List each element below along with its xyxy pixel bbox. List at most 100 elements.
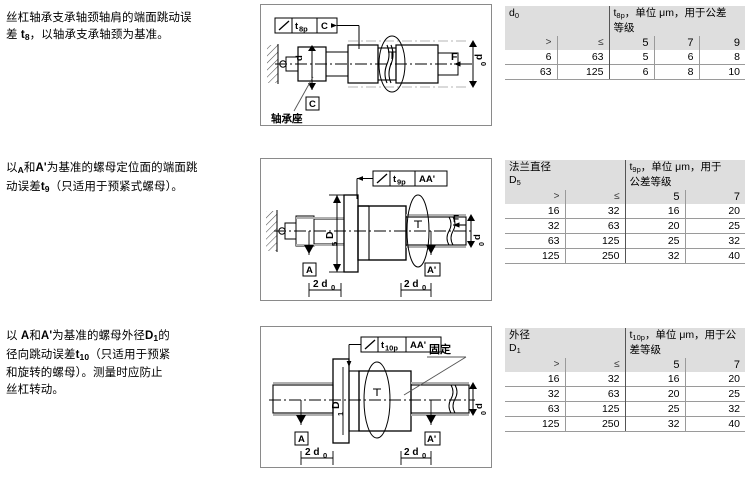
range-to: 63 (564, 218, 625, 234)
description-text-1: 丝杠轴承支承轴颈轴肩的端面跳动误差 t8，以轴承支承轴颈为基准。 (6, 12, 192, 42)
svg-text:0: 0 (481, 411, 488, 415)
nut-outer-diameter-radial-runout-diagram: t 10p AA' 固定 D 1 (260, 326, 492, 468)
range-from: 125 (505, 248, 565, 264)
span-right: 2 d 0 (400, 279, 432, 297)
svg-text:d: d (294, 55, 305, 61)
tolerance-table-t9p: 法兰直径 D5 t9p，单位 μm，用于 公差等级 > ≤ 5 7 16 32 … (505, 160, 745, 264)
cell-value: 8 (653, 64, 699, 80)
range-from: 16 (547, 373, 560, 385)
range-to: 63 (556, 50, 609, 65)
cell-value: 20 (624, 218, 685, 234)
diagram-1-svg: t 8p C C d 轴承座 (267, 17, 488, 125)
control-frame-2: t 9p AA' (356, 170, 448, 199)
svg-text:F: F (451, 51, 458, 63)
table-subheader-row: > ≤ 5 7 (505, 190, 745, 204)
range-to: 125 (556, 64, 609, 80)
range-to: 63 (564, 386, 625, 402)
range-from: 125 (505, 416, 565, 432)
cell-value: 25 (684, 386, 745, 402)
cell-value: 16 (624, 204, 685, 219)
part-label-bearing-seat: 轴承座 (271, 112, 303, 125)
svg-text:9p: 9p (397, 178, 406, 187)
col-header-t10p: t10p，单位 μm，用于公 差等级 (624, 328, 745, 358)
svg-text:d: d (472, 234, 483, 240)
svg-text:C: C (309, 99, 316, 110)
svg-text:d: d (474, 54, 485, 60)
cell-value: 6 (608, 64, 654, 80)
datum-A-right: A' (424, 231, 441, 277)
range-from: 16 (547, 205, 560, 217)
svg-text:2 d: 2 d (404, 279, 418, 290)
table-row: 63 125 25 32 (505, 401, 745, 417)
span-right: 2 d 0 (400, 447, 432, 465)
table-row: 16 32 16 20 (505, 204, 745, 219)
table-row: 63 125 25 32 (505, 233, 745, 249)
datum-feature-C: C d (294, 45, 320, 111)
table-subheader-row: > ≤ 5 7 (505, 358, 745, 372)
svg-text:AA': AA' (419, 174, 435, 185)
svg-text:0: 0 (331, 283, 335, 292)
control-frame-3: t 10p AA' (346, 336, 442, 367)
cell-value: 8 (698, 50, 745, 65)
grade-7: 7 (684, 358, 745, 372)
description-text-3: 以 A和A'为基准的螺母外径D1的径向跳动误差t10（只适用于预紧和旋转的螺母）… (6, 330, 171, 396)
grade-9: 9 (698, 36, 745, 50)
col-header-d0: d0 (505, 6, 609, 36)
bearing-journal-shoulder-runout-diagram: t 8p C C d 轴承座 (260, 4, 492, 126)
range-to: 250 (564, 416, 625, 432)
span-left: 2 d 0 (308, 279, 342, 297)
description-text-2: 以A和A'为基准的螺母定位面的端面跳动误差t9（只适用于预紧式螺母）。 (6, 162, 198, 194)
dim-nut-diameter: D 1 (330, 367, 345, 435)
grade-7: 7 (684, 190, 745, 204)
svg-text:0: 0 (323, 451, 327, 460)
subheader-lte: ≤ (556, 36, 609, 50)
cell-value: 40 (684, 416, 745, 432)
range-from: 6 (545, 51, 552, 63)
tolerance-table-t10p: 外径 D1 t10p，单位 μm，用于公 差等级 > ≤ 5 7 16 32 1… (505, 328, 745, 432)
svg-text:0: 0 (422, 451, 426, 460)
table-row: 6 63 5 6 8 (505, 50, 745, 65)
cell-value: 20 (684, 372, 745, 387)
label-fixed: 固定 (429, 342, 451, 356)
cell-value: 25 (684, 218, 745, 234)
svg-text:t: t (393, 174, 397, 185)
subheader-gt: > (505, 190, 565, 204)
svg-text:0: 0 (479, 242, 486, 246)
svg-text:F: F (453, 214, 459, 225)
svg-text:5: 5 (330, 242, 339, 246)
cell-value: 25 (624, 401, 685, 417)
table-row: 63 125 6 8 10 (505, 64, 745, 80)
range-from: 63 (505, 64, 557, 80)
cell-value: 25 (624, 233, 685, 249)
table-row: 32 63 20 25 (505, 386, 745, 402)
svg-text:2 d: 2 d (305, 447, 319, 458)
table-row: 16 32 16 20 (505, 372, 745, 387)
svg-text:A': A' (427, 434, 436, 445)
section-nut-seat-face-runout: 以A和A'为基准的螺母定位面的端面跳动误差t9（只适用于预紧式螺母）。 (0, 152, 750, 315)
subheader-gt: > (505, 358, 565, 372)
col-header-t8p: t8p，单位 μm，用于公差 等级 (608, 6, 745, 36)
diagram-3-svg: t 10p AA' 固定 D 1 (269, 336, 488, 465)
svg-text:0: 0 (422, 283, 426, 292)
cell-value: 5 (608, 50, 654, 65)
diagram-2-svg: t 9p AA' D 5 (266, 170, 486, 297)
datum-A-left: A (302, 231, 317, 277)
cell-value: 32 (684, 233, 745, 249)
table-row: 125 250 32 40 (505, 248, 745, 264)
range-from: 32 (505, 386, 565, 402)
table-header-title-row: 法兰直径 D5 t9p，单位 μm，用于 公差等级 (505, 160, 745, 190)
table-row: 32 63 20 25 (505, 218, 745, 234)
tolerance-table-t8p: d0 t8p，单位 μm，用于公差 等级 > ≤ 5 7 9 6 63 5 6 … (505, 6, 745, 80)
col-header-outer-diameter: 外径 D1 (505, 328, 625, 358)
table-header-title-row: d0 t8p，单位 μm，用于公差 等级 (505, 6, 745, 36)
svg-text:d: d (474, 403, 485, 409)
svg-text:0: 0 (479, 62, 488, 66)
svg-text:10p: 10p (385, 344, 398, 353)
svg-text:D: D (330, 401, 342, 409)
range-to: 125 (564, 401, 625, 417)
subheader-lte: ≤ (564, 358, 625, 372)
svg-text:t: t (381, 340, 385, 351)
cell-value: 20 (624, 386, 685, 402)
col-header-flange-diameter: 法兰直径 D5 (505, 160, 625, 190)
